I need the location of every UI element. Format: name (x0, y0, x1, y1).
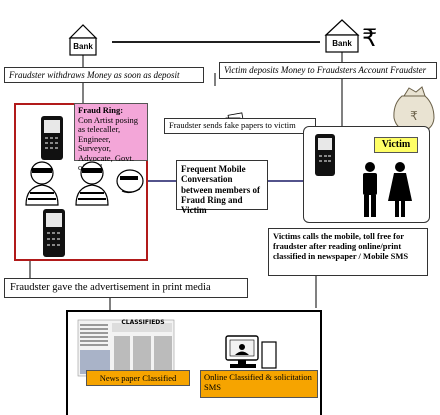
fraud-ring-card: Fraud Ring: Con Artist posing as telecal… (74, 103, 148, 172)
fake-papers-caption: Fraudster sends fake papers to victim (164, 118, 316, 134)
computer-icon (225, 335, 277, 369)
newspaper-header: CLASSIFIEDS (121, 319, 165, 326)
victim-calls-caption: Victims calls the mobile, toll free for … (268, 228, 428, 276)
victim-couple-icon (363, 162, 412, 217)
money-bag-icon: ₹ (393, 86, 435, 133)
rupee-icon: ₹ (362, 24, 378, 52)
fraudsters-icon (25, 161, 144, 206)
withdraw-caption: Fraudster withdraws Money as soon as dep… (4, 67, 204, 83)
mobile-phone-icon (41, 116, 63, 160)
advertisement-caption: Fraudster gave the advertisement in prin… (4, 278, 248, 298)
online-classified-label: Online Classified & solicitation SMS (200, 370, 318, 398)
newspaper-icon (77, 319, 175, 377)
bank-house-left (68, 24, 98, 56)
deposit-caption: Victim deposits Money to Fraudsters Acco… (219, 62, 437, 79)
victim-box: Victim (303, 126, 430, 223)
fraud-ring-title: Fraud Ring: (78, 105, 124, 115)
media-box: CLASSIFIEDS News paper Classified Online… (66, 310, 322, 415)
mobile-phone-icon (43, 209, 65, 257)
newspaper-classified-label: News paper Classified (86, 370, 190, 386)
svg-text:₹: ₹ (410, 109, 418, 123)
mobile-phone-icon (315, 134, 335, 176)
conversation-caption: Frequent Mobile Conversation between mem… (176, 160, 268, 215)
victim-label: Victim (374, 137, 418, 153)
fraud-ring-box: Fraud Ring: Con Artist posing as telecal… (14, 103, 148, 261)
bank-label-left: Bank (73, 42, 93, 51)
bank-label-right: Bank (332, 39, 352, 48)
